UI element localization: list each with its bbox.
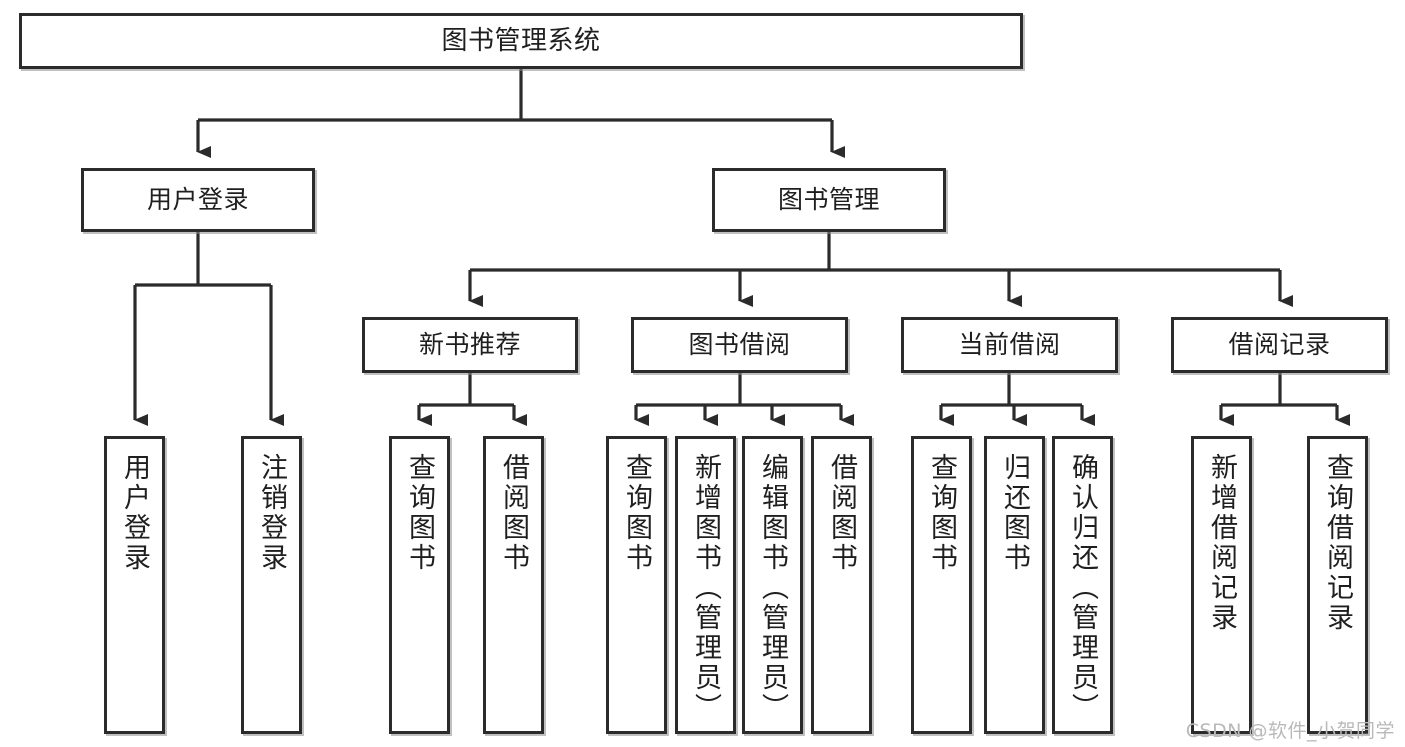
node-current-borrow[interactable]: 当前借阅 — [901, 317, 1118, 373]
node-borrow-record[interactable]: 借阅记录 — [1171, 317, 1388, 373]
node-leaf-query-book-3[interactable]: 查询图书 — [911, 436, 972, 734]
node-leaf-query-book-1[interactable]: 查询图书 — [389, 436, 450, 734]
node-label: 确认归还（管理员） — [1067, 453, 1098, 723]
node-leaf-user-login[interactable]: 用户登录 — [104, 436, 165, 734]
node-label: 编辑图书（管理员） — [757, 453, 788, 723]
node-label: 查询图书 — [926, 453, 957, 573]
node-label: 注销登录 — [256, 453, 287, 573]
node-leaf-borrow-book-1[interactable]: 借阅图书 — [483, 436, 544, 734]
node-leaf-confirm-return[interactable]: 确认归还（管理员） — [1052, 436, 1113, 734]
node-label: 图书管理系统 — [441, 25, 601, 56]
node-leaf-user-logout[interactable]: 注销登录 — [241, 436, 302, 734]
node-root-system[interactable]: 图书管理系统 — [19, 13, 1023, 69]
node-leaf-return-book[interactable]: 归还图书 — [984, 436, 1045, 734]
node-new-book-rec[interactable]: 新书推荐 — [362, 317, 578, 373]
node-label: 查询图书 — [621, 453, 652, 573]
node-leaf-add-record[interactable]: 新增借阅记录 — [1191, 436, 1252, 734]
node-label: 用户登录 — [119, 453, 150, 573]
node-label: 当前借阅 — [958, 330, 1061, 360]
node-label: 用户登录 — [146, 185, 249, 215]
node-label: 查询借阅记录 — [1322, 453, 1353, 633]
node-leaf-borrow-book-2[interactable]: 借阅图书 — [811, 436, 872, 734]
node-leaf-query-record[interactable]: 查询借阅记录 — [1307, 436, 1368, 734]
node-label: 图书借阅 — [688, 330, 791, 360]
node-leaf-query-book-2[interactable]: 查询图书 — [606, 436, 667, 734]
node-label: 归还图书 — [999, 453, 1030, 573]
node-label: 图书管理 — [777, 185, 880, 215]
node-label: 新增图书（管理员） — [690, 453, 721, 723]
node-label: 新书推荐 — [418, 330, 521, 360]
node-label: 借阅图书 — [826, 453, 857, 573]
node-leaf-add-book[interactable]: 新增图书（管理员） — [675, 436, 736, 734]
node-label: 借阅图书 — [498, 453, 529, 573]
node-user-login[interactable]: 用户登录 — [81, 168, 315, 232]
node-book-borrow[interactable]: 图书借阅 — [631, 317, 848, 373]
node-label: 新增借阅记录 — [1206, 453, 1237, 633]
node-label: 查询图书 — [404, 453, 435, 573]
node-label: 借阅记录 — [1228, 330, 1331, 360]
csdn-watermark: CSDN @软件_小贺同学 — [1185, 720, 1395, 742]
node-leaf-edit-book[interactable]: 编辑图书（管理员） — [742, 436, 803, 734]
node-book-manage[interactable]: 图书管理 — [712, 168, 946, 232]
